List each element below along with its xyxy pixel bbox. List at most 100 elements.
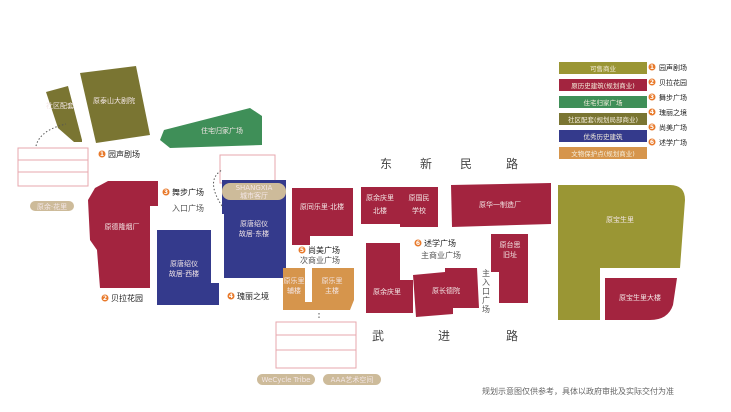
building-label: 原德隆烟厂 [105,222,140,231]
legend-swatch-historic [559,79,647,91]
building-label: 原国民 [409,194,430,202]
legend-swatch-community [559,113,647,125]
callout-bubble[interactable] [257,374,315,385]
building-label: 原乐里 [322,276,343,285]
building-label: 原宝生里 [606,215,634,224]
svg-text:路: 路 [506,156,518,171]
building-label: 原泰山大剧院 [93,96,135,105]
legend-point-label: 舞步广场 [659,93,687,102]
legend-point-label: 园声剧场 [659,63,687,72]
svg-text:5: 5 [650,124,654,131]
svg-text:武: 武 [372,329,384,343]
svg-text:东: 东 [380,157,392,171]
main-entrance-plaza-label: 主 入 口 广 场 [482,268,490,314]
dashed-arrow [35,123,320,318]
callout-label: WeCycle Tribe [262,376,311,384]
plaza-sublabel: 主商业广场 [421,250,461,260]
callout-label: 原余·花里 [37,202,67,211]
svg-text:3: 3 [164,189,168,196]
building-huayi[interactable] [451,183,551,227]
building-label: 原余庆里 [373,287,401,296]
building-label: 原余庆里 [366,193,394,202]
building-label: 原华一制造厂 [479,200,521,209]
building-community[interactable] [46,86,82,142]
svg-text:2: 2 [103,295,107,302]
callout-label: AAA艺术空间 [331,375,374,384]
svg-text:4: 4 [650,109,654,116]
plaza-label: 贝拉花园 [111,293,143,303]
legend-point-label: 述学广场 [659,138,687,147]
callout-bubble[interactable] [323,374,381,385]
legend-swatch-heritage [559,147,647,159]
svg-text:新: 新 [420,156,432,171]
plaza-marker-2[interactable]: 2 贝拉花园 [101,293,144,303]
legend-label: 社区配套(规划局部商业) [568,115,638,124]
svg-text:1: 1 [100,151,104,158]
callout-bubble[interactable] [30,201,74,211]
legend-label: 住宅归家广场 [584,98,624,107]
svg-text:路: 路 [506,328,518,343]
building-label: 主楼 [325,286,339,295]
svg-text:2: 2 [650,79,654,86]
svg-text:广: 广 [482,295,490,305]
building-tongle-annex[interactable] [283,268,305,302]
legend-swatch-sellable [559,62,647,74]
building-tang-east[interactable] [222,180,286,278]
legend: 可售商业 原历史建筑(规划商业) 住宅归家广场 社区配套(规划局部商业) 优秀历… [559,62,687,159]
building-label: 原同乐里·北楼 [300,202,344,211]
plaza-label: 尚美广场 [308,245,340,255]
building-tongle-main[interactable] [283,268,354,310]
building-label: 辅楼 [287,286,301,295]
legend-point-label: 瑰丽之境 [659,108,687,117]
building-baosheng[interactable] [558,185,685,320]
legend-swatch-excellent-historic [559,130,647,142]
building-yuqing-north[interactable] [361,187,438,227]
legend-label: 优秀历史建筑 [584,132,624,141]
plaza-label: 舞步广场 [172,187,204,197]
building-label: 原长德院 [432,286,460,295]
building-label: 原宝生里大楼 [619,293,661,302]
building-yuqing[interactable] [366,243,413,313]
building-label: 社区配套 [46,101,74,110]
building-label: 旧址 [503,250,517,259]
building-label: 原唐绍仪 [170,259,198,268]
legend-label: 文物保护点(规划商业) [571,149,635,158]
svg-text:进: 进 [438,329,450,343]
building-label: 故居·西楼 [169,269,199,278]
svg-text:6: 6 [650,139,654,146]
plaza-sublabel: 次商业广场 [300,255,340,265]
building-residential-plaza[interactable] [160,108,262,148]
road-wujin: 武 进 路 [372,328,518,343]
building-label: 北楼 [373,206,387,215]
legend-label: 可售商业 [590,64,617,73]
building-delong[interactable] [88,181,158,288]
plaza-label: 述学广场 [424,238,456,248]
building-label: 原唐绍仪 [240,219,268,228]
building-baosheng-tower[interactable] [605,278,677,320]
svg-text:4: 4 [229,293,233,300]
svg-text:民: 民 [460,157,472,171]
svg-text:场: 场 [482,305,490,314]
building-tang-west[interactable] [157,230,219,305]
building-taishan[interactable] [80,66,150,143]
legend-label: 原历史建筑(规划商业) [571,81,635,90]
building-taisi[interactable] [491,234,528,303]
building-tongle-north[interactable] [292,188,353,245]
building-label: 故居·东楼 [239,229,269,238]
building-changde[interactable] [413,268,479,317]
shangxia-label-pill[interactable] [222,183,286,200]
building-label: 学校 [412,206,426,215]
svg-text:口: 口 [482,287,490,296]
building-label: SHANGXIA [236,184,273,192]
building-label: 原台思 [500,240,521,249]
svg-text:1: 1 [650,64,654,71]
svg-text:3: 3 [650,94,654,101]
